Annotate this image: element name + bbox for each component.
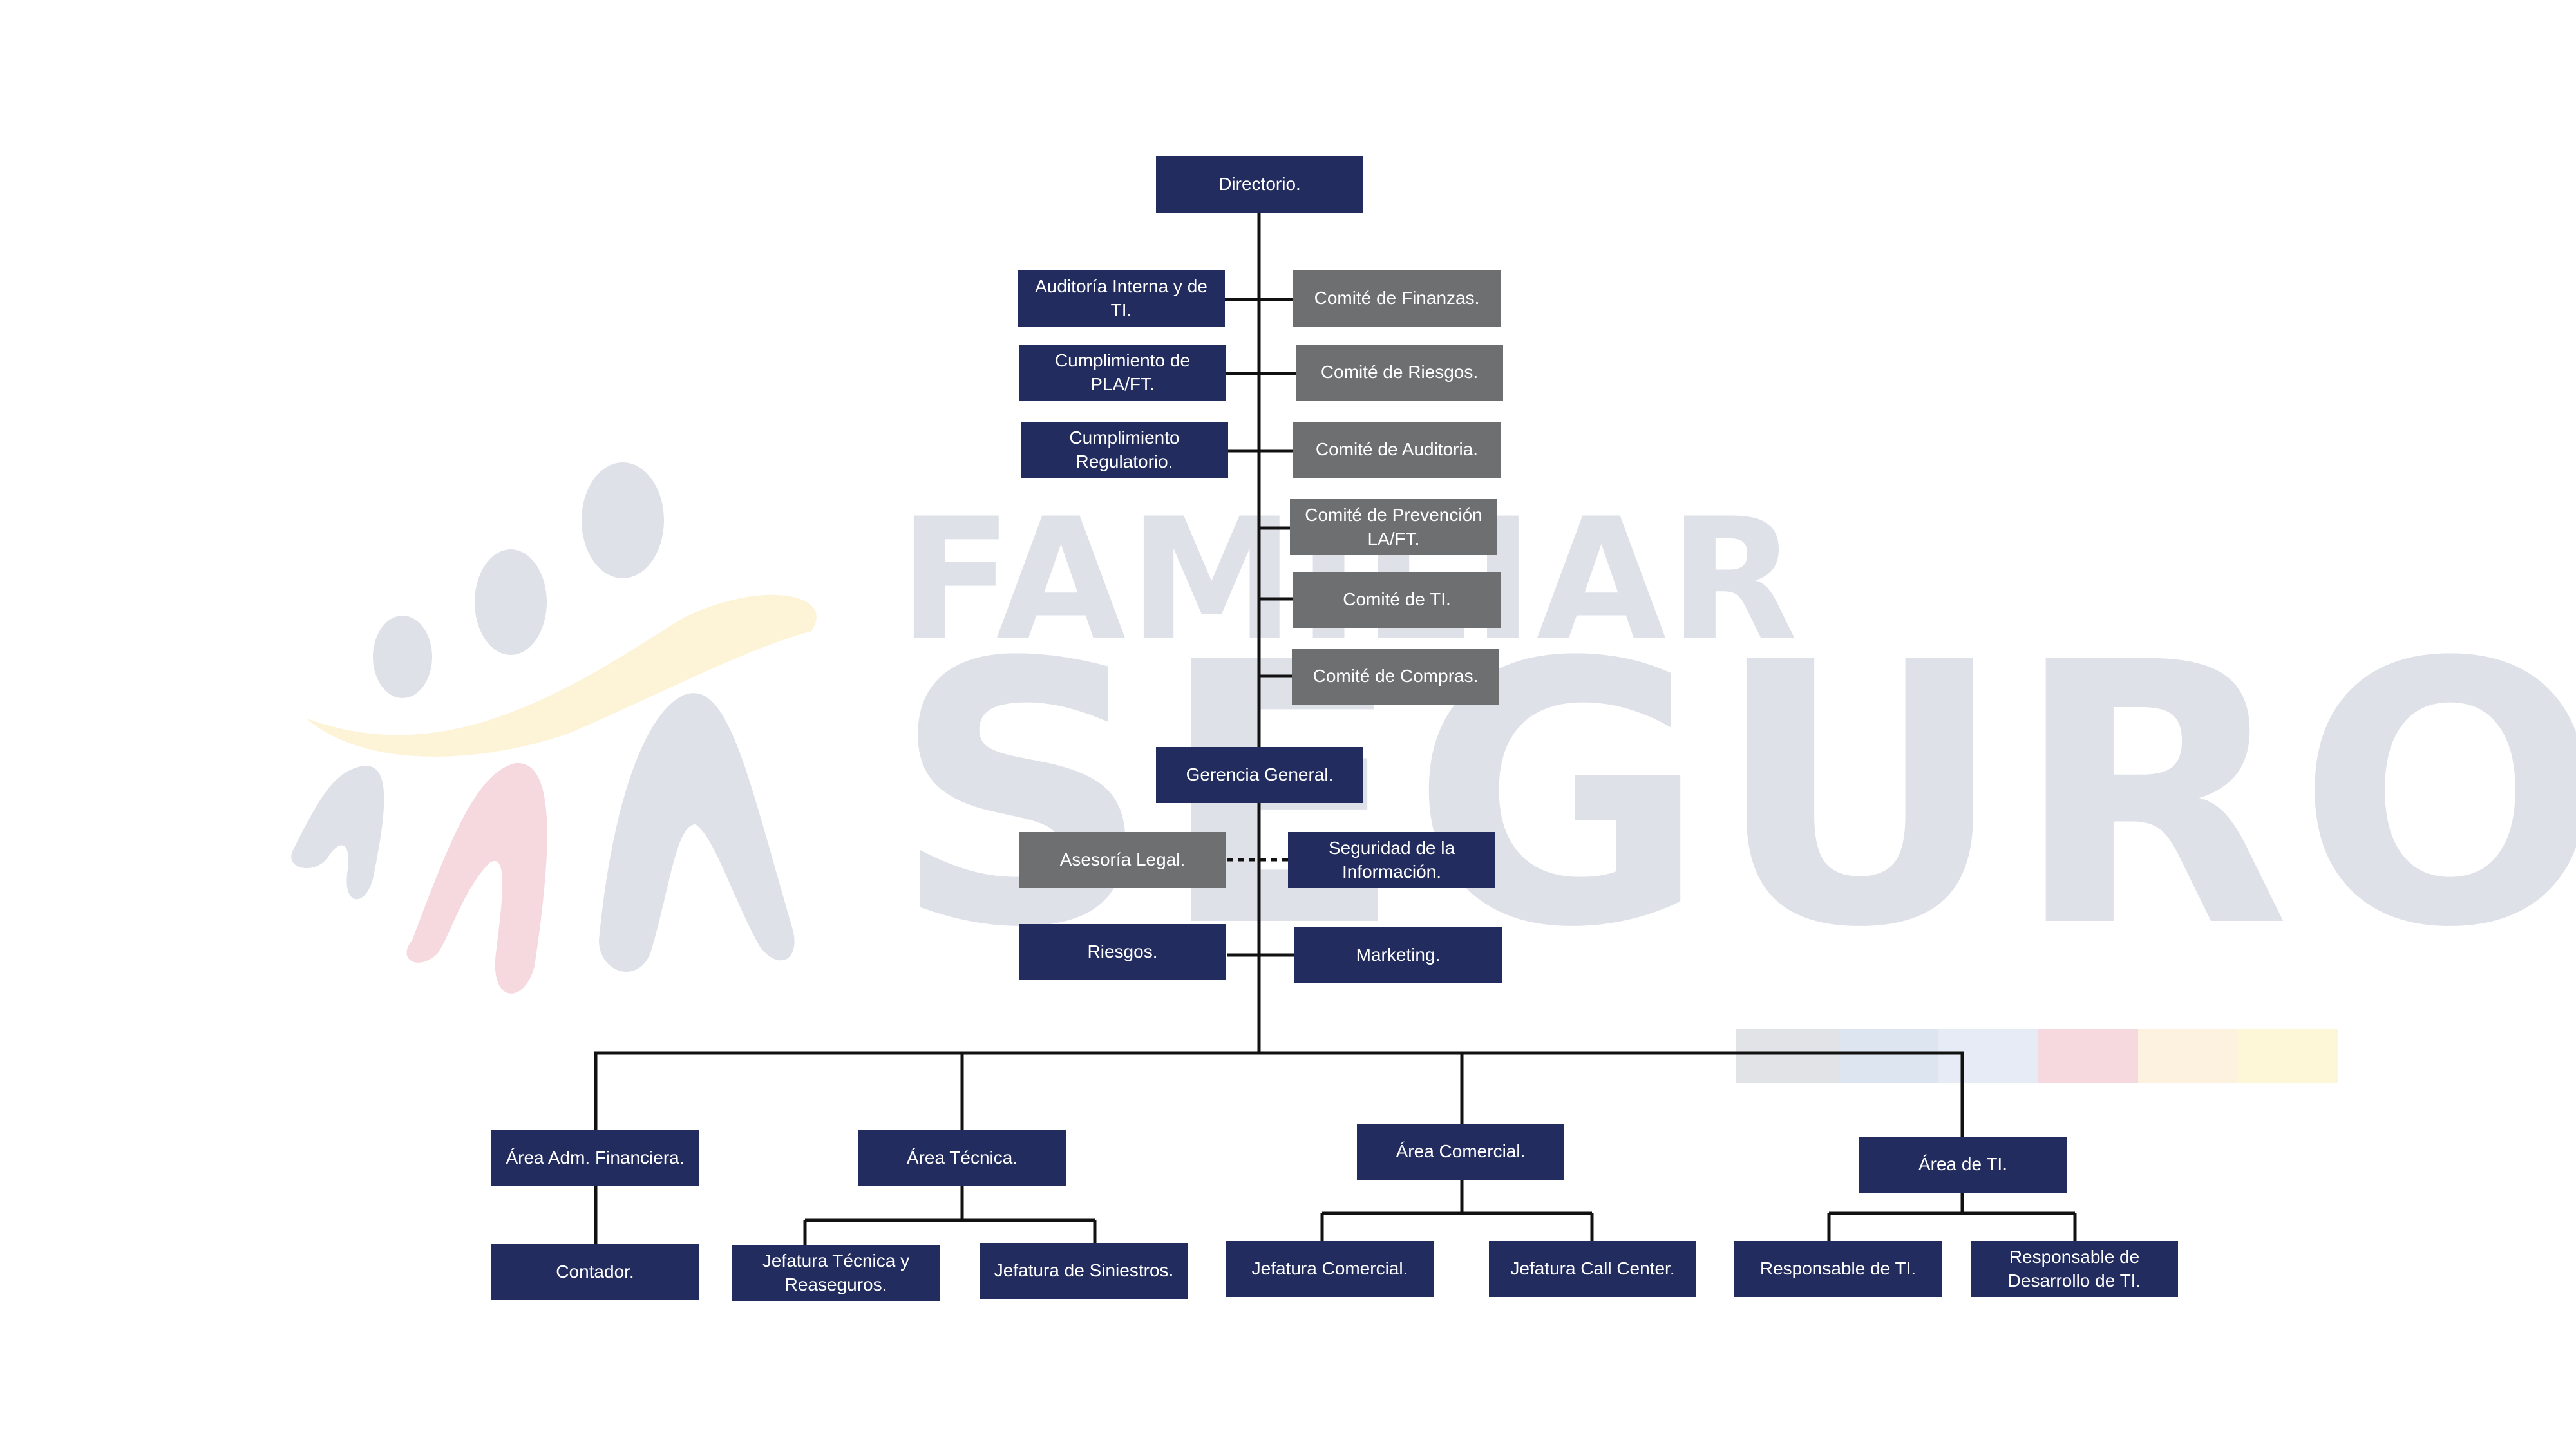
strip-gray <box>1736 1029 1839 1083</box>
node-area-comercial: Área Comercial. <box>1357 1124 1564 1180</box>
strip-cream <box>2138 1029 2238 1083</box>
node-auditoria-interna: Auditoría Interna y de TI. <box>1018 270 1225 327</box>
node-asesoria-legal: Asesoría Legal. <box>1019 832 1226 888</box>
node-cumplimiento-pla: Cumplimiento de PLA/FT. <box>1019 345 1226 401</box>
strip-yellow <box>2238 1029 2338 1083</box>
node-comite-finanzas: Comité de Finanzas. <box>1293 270 1501 327</box>
node-comite-auditoria: Comité de Auditoria. <box>1293 422 1501 478</box>
node-jefatura-tecnica: Jefatura Técnica y Reaseguros. <box>732 1245 940 1301</box>
node-responsable-desarrollo-ti: Responsable de Desarrollo de TI. <box>1971 1241 2178 1297</box>
node-area-ti: Área de TI. <box>1859 1137 2067 1193</box>
strip-blue-2 <box>1938 1029 2038 1083</box>
node-comite-compras: Comité de Compras. <box>1292 649 1499 705</box>
node-area-adm-financiera: Área Adm. Financiera. <box>491 1130 699 1186</box>
family-figures-icon <box>291 462 817 994</box>
node-gerencia-general: Gerencia General. <box>1156 747 1363 803</box>
strip-pink <box>2038 1029 2138 1083</box>
node-riesgos: Riesgos. <box>1019 924 1226 980</box>
node-jefatura-siniestros: Jefatura de Siniestros. <box>980 1243 1188 1299</box>
node-responsable-ti: Responsable de TI. <box>1734 1241 1942 1297</box>
node-comite-prevencion: Comité de Prevención LA/FT. <box>1290 499 1497 555</box>
node-comite-ti: Comité de TI. <box>1293 572 1501 628</box>
node-comite-riesgos: Comité de Riesgos. <box>1296 345 1503 401</box>
node-jefatura-comercial: Jefatura Comercial. <box>1226 1241 1434 1297</box>
node-contador: Contador. <box>491 1244 699 1300</box>
node-jefatura-call-center: Jefatura Call Center. <box>1489 1241 1696 1297</box>
node-cumplimiento-regulatorio: Cumplimiento Regulatorio. <box>1021 422 1228 478</box>
node-area-tecnica: Área Técnica. <box>858 1130 1066 1186</box>
node-directorio: Directorio. <box>1156 156 1363 213</box>
node-seguridad-informacion: Seguridad de la Información. <box>1288 832 1495 888</box>
strip-blue-1 <box>1839 1029 1938 1083</box>
node-marketing: Marketing. <box>1294 927 1502 983</box>
